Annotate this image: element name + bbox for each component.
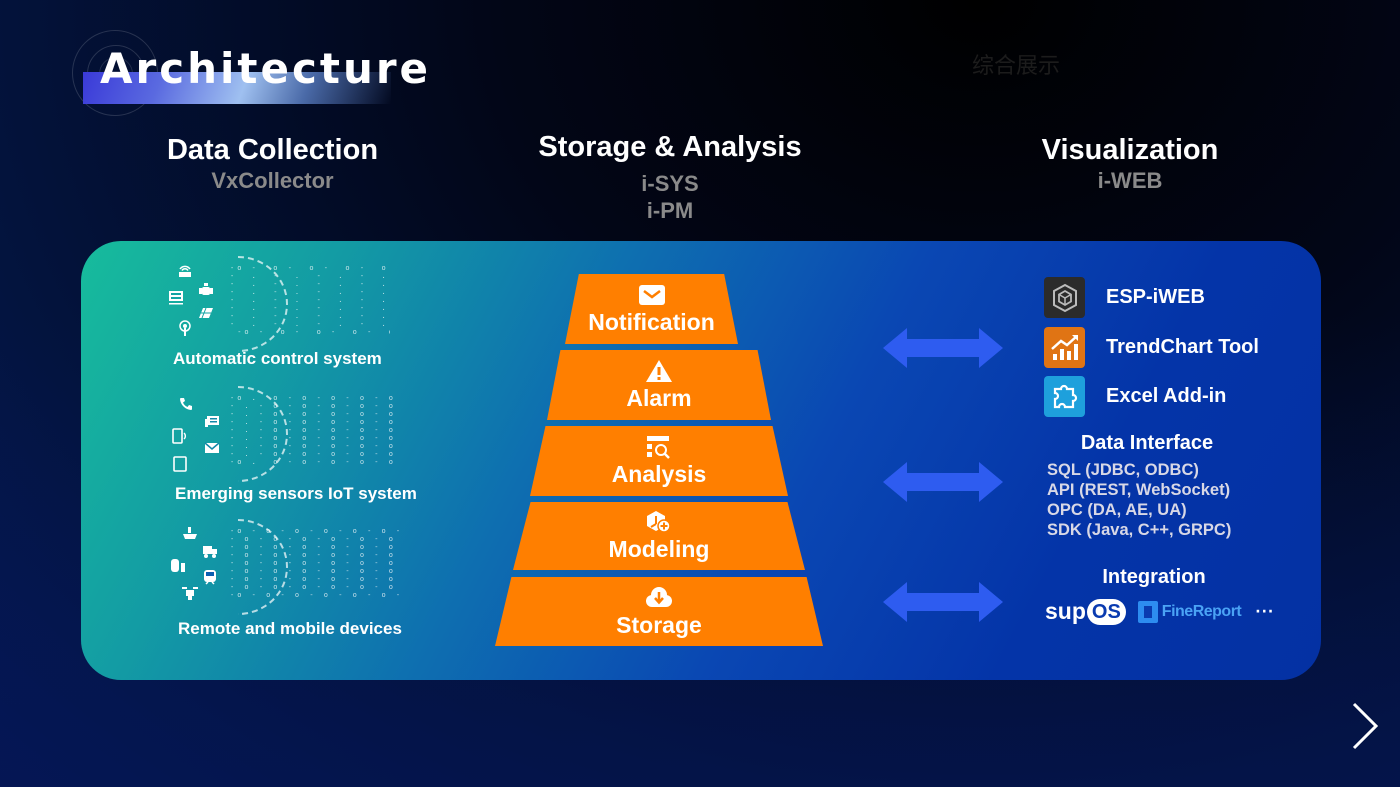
data-interface-title: Data Interface bbox=[1080, 432, 1214, 454]
subheading: i-WEB bbox=[1097, 168, 1163, 193]
router-icon bbox=[177, 262, 193, 278]
warning-icon bbox=[646, 360, 672, 382]
solar-panel-icon bbox=[198, 306, 214, 322]
tank-icon bbox=[170, 557, 186, 573]
cloud-download-icon bbox=[646, 586, 672, 607]
finereport-text: FineReport bbox=[1161, 602, 1242, 620]
bidirectional-arrow-icon bbox=[883, 328, 1003, 368]
heading: Data Collection bbox=[166, 134, 379, 166]
binary-stream: -o - o - o - o - o - o - o - o - o - o -… bbox=[230, 527, 400, 597]
puzzle-icon bbox=[1044, 376, 1085, 417]
subheading: VxCollector bbox=[211, 168, 334, 193]
page-title: Architecture bbox=[100, 44, 432, 93]
layer-label: Modeling bbox=[608, 536, 710, 562]
server-icon bbox=[168, 290, 184, 306]
tool-trendchart: TrendChart Tool bbox=[1044, 327, 1259, 368]
finereport-logo: FineReport bbox=[1137, 600, 1242, 623]
layer-label: Notification bbox=[588, 309, 715, 335]
truck-icon bbox=[202, 543, 218, 559]
trend-chart-icon bbox=[1044, 327, 1085, 368]
supos-prefix: sup bbox=[1045, 598, 1086, 624]
ghost-label: 综合展示 bbox=[972, 54, 1061, 79]
interface-item: SDK (Java, C++, GRPC) bbox=[1047, 521, 1232, 539]
collection-item-label: Remote and mobile devices bbox=[178, 619, 402, 638]
data-flow-graphic: -o - o - o - o - o - o - o - o - o - o -… bbox=[168, 519, 400, 615]
model-add-icon bbox=[647, 511, 671, 533]
bidirectional-arrow-icon bbox=[883, 462, 1003, 502]
antenna-icon bbox=[177, 320, 193, 336]
binary-stream: -o . o - o - o - o - o - o - o - . - o -… bbox=[230, 394, 396, 464]
data-flow-graphic: -o . o - o - o - o - o - o - o - . - o -… bbox=[168, 386, 398, 482]
interface-item: OPC (DA, AE, UA) bbox=[1047, 501, 1187, 519]
bidirectional-arrow-icon bbox=[883, 582, 1003, 622]
pyramid-layer-storage: Storage bbox=[495, 577, 823, 646]
cube-network-icon bbox=[1044, 277, 1085, 318]
subheading: i-PM bbox=[646, 198, 694, 223]
data-interface-list: SQL (JDBC, ODBC) API (REST, WebSocket) O… bbox=[1047, 460, 1231, 540]
integration-logos: sup OS FineReport ··· bbox=[1045, 598, 1274, 625]
mail-icon bbox=[204, 440, 220, 456]
train-icon bbox=[202, 569, 218, 585]
layer-label: Analysis bbox=[611, 461, 707, 487]
integration-title: Integration bbox=[1102, 566, 1206, 588]
tool-label: Excel Add-in bbox=[1106, 385, 1227, 407]
search-list-icon bbox=[647, 436, 670, 459]
pyramid-layer-alarm: Alarm bbox=[547, 350, 771, 420]
pyramid-layer-analysis: Analysis bbox=[530, 426, 788, 496]
chevron-right-icon[interactable] bbox=[1348, 700, 1384, 752]
more-ellipsis: ··· bbox=[1255, 603, 1275, 620]
pyramid-layer-modeling: Modeling bbox=[513, 502, 805, 570]
tool-label: TrendChart Tool bbox=[1106, 336, 1259, 358]
tablet-icon bbox=[172, 456, 188, 472]
layer-label: Alarm bbox=[626, 385, 692, 411]
layer-label: Storage bbox=[616, 611, 702, 638]
phone-icon bbox=[178, 396, 194, 412]
collection-item-label: Emerging sensors IoT system bbox=[175, 484, 417, 503]
title-highlight-bar bbox=[83, 72, 391, 104]
finereport-mark-icon bbox=[1137, 600, 1158, 623]
tool-excel-addin: Excel Add-in bbox=[1044, 376, 1226, 417]
heading: Storage & Analysis bbox=[538, 131, 802, 163]
heading: Visualization bbox=[1041, 134, 1219, 166]
interface-item: API (REST, WebSocket) bbox=[1047, 481, 1231, 499]
subheading: i-SYS bbox=[641, 171, 699, 196]
column-heading-visualization: Visualization i-WEB bbox=[1010, 134, 1250, 194]
mobile-icon bbox=[172, 428, 188, 444]
column-heading-storage: Storage & Analysis i-SYS i-PM bbox=[510, 131, 830, 224]
tool-label: ESP-iWEB bbox=[1106, 286, 1205, 308]
interface-item: SQL (JDBC, ODBC) bbox=[1047, 461, 1199, 479]
drone-icon bbox=[182, 585, 198, 601]
pyramid-layer-notification: Notification bbox=[565, 274, 738, 344]
mail-icon bbox=[638, 285, 665, 305]
valve-icon bbox=[198, 282, 214, 298]
collection-item-automatic-control: -o - o - o - o - o - o - o - . - . - . -… bbox=[168, 256, 488, 368]
collection-item-label: Automatic control system bbox=[173, 349, 382, 368]
supos-suffix: OS bbox=[1086, 598, 1126, 625]
ship-icon bbox=[182, 525, 198, 541]
tool-esp-iweb: ESP-iWEB bbox=[1044, 277, 1205, 318]
binary-stream: -o - o - o - o - o - o - o - . - . - . -… bbox=[230, 264, 390, 334]
chat-icon bbox=[204, 414, 220, 430]
column-heading-collection: Data Collection VxCollector bbox=[140, 134, 405, 194]
data-flow-graphic: -o - o - o - o - o - o - o - . - . - . -… bbox=[168, 256, 398, 352]
collection-item-remote-devices: -o - o - o - o - o - o - o - o - o - o -… bbox=[168, 519, 488, 638]
collection-item-iot-sensors: -o . o - o - o - o - o - o - o - . - o -… bbox=[168, 386, 488, 503]
supos-logo: sup OS bbox=[1045, 598, 1126, 625]
